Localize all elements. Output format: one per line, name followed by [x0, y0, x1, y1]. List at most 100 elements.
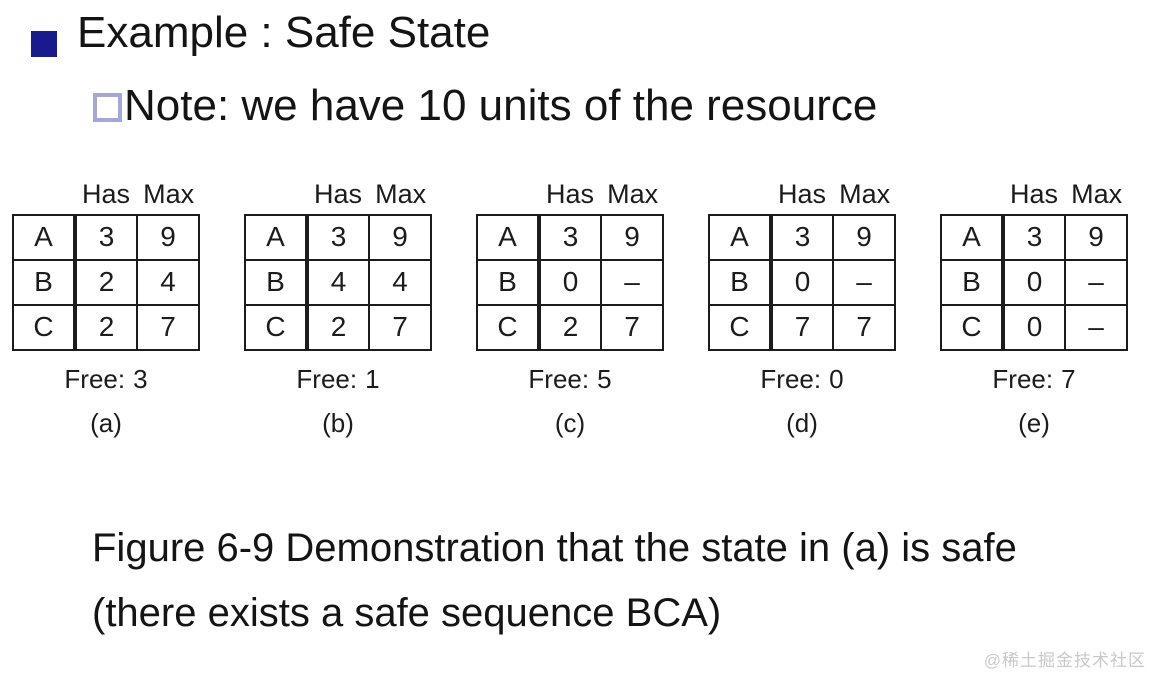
free-value: 0: [829, 363, 844, 394]
max-cell: 4: [368, 258, 432, 306]
has-cell: 0: [1002, 303, 1066, 351]
allocation-table: A 3 9 B 4 4 C 2 7: [244, 213, 432, 351]
free-label: Free:: [64, 363, 126, 394]
slide-title: Example : Safe State: [77, 8, 491, 57]
col-header-max: Max: [1071, 179, 1123, 209]
state-label: (d): [786, 407, 818, 438]
table-row: A 3 9: [476, 213, 664, 261]
has-cell: 3: [306, 213, 370, 261]
table-row: B 0 –: [708, 258, 896, 306]
table-row: A 3 9: [708, 213, 896, 261]
allocation-table: A 3 9 B 0 – C 0 –: [940, 213, 1128, 351]
max-cell: 9: [136, 213, 200, 261]
max-cell: 9: [1064, 213, 1128, 261]
process-cell: B: [708, 258, 773, 306]
state-figure: Has Max A 3 9 B 0 – C 2 7: [476, 179, 664, 439]
table-row: C 7 7: [708, 303, 896, 351]
max-cell: 9: [832, 213, 896, 261]
free-value: 3: [133, 363, 148, 394]
free-count: Free:1: [296, 364, 379, 395]
process-cell: A: [940, 213, 1005, 261]
process-cell: C: [940, 303, 1005, 351]
process-cell: C: [708, 303, 773, 351]
state-label: (b): [322, 407, 354, 438]
figure-caption-line2: (there exists a safe sequence BCA): [92, 591, 722, 635]
free-label: Free:: [760, 363, 822, 394]
table-row: B 0 –: [940, 258, 1128, 306]
col-header-has: Has: [545, 179, 594, 209]
max-cell: 7: [368, 303, 432, 351]
has-cell: 2: [538, 303, 602, 351]
col-header-max: Max: [839, 179, 891, 209]
state-tables-row: Has Max A 3 9 B 2 4 C 2 7: [12, 179, 1128, 439]
col-header-max: Max: [143, 179, 195, 209]
max-cell: 7: [832, 303, 896, 351]
col-header-max: Max: [607, 179, 659, 209]
max-cell: –: [600, 258, 664, 306]
table-row: A 3 9: [244, 213, 432, 261]
col-header-has: Has: [1009, 179, 1058, 209]
max-cell: 9: [368, 213, 432, 261]
table-row: B 0 –: [476, 258, 664, 306]
free-count: Free:3: [64, 364, 147, 395]
allocation-table: A 3 9 B 0 – C 2 7: [476, 213, 664, 351]
process-cell: C: [12, 303, 77, 351]
has-cell: 3: [1002, 213, 1066, 261]
max-cell: –: [1064, 303, 1128, 351]
process-cell: A: [12, 213, 77, 261]
table-column-headers: Has Max: [940, 179, 1128, 210]
max-cell: 7: [600, 303, 664, 351]
process-cell: B: [12, 258, 77, 306]
state-label: (c): [554, 407, 586, 438]
free-label: Free:: [296, 363, 358, 394]
free-value: 5: [597, 363, 612, 394]
has-cell: 0: [538, 258, 602, 306]
state-figure: Has Max A 3 9 B 0 – C 0 –: [940, 179, 1128, 439]
free-count: Free:7: [992, 364, 1075, 395]
allocation-table: A 3 9 B 2 4 C 2 7: [12, 213, 200, 351]
table-row: C 0 –: [940, 303, 1128, 351]
col-header-has: Has: [81, 179, 130, 209]
state-figure: Has Max A 3 9 B 2 4 C 2 7: [12, 179, 200, 439]
table-row: B 2 4: [12, 258, 200, 306]
table-column-headers: Has Max: [12, 179, 200, 210]
table-row: C 2 7: [244, 303, 432, 351]
has-cell: 4: [306, 258, 370, 306]
has-cell: 2: [74, 258, 138, 306]
max-cell: –: [1064, 258, 1128, 306]
has-cell: 3: [74, 213, 138, 261]
free-value: 7: [1061, 363, 1076, 394]
free-count: Free:0: [760, 364, 843, 395]
figure-caption: Figure 6-9 Demonstration that the state …: [92, 524, 1017, 637]
process-cell: A: [708, 213, 773, 261]
process-cell: A: [476, 213, 541, 261]
col-header-max: Max: [375, 179, 427, 209]
max-cell: 4: [136, 258, 200, 306]
has-cell: 3: [770, 213, 834, 261]
has-cell: 0: [770, 258, 834, 306]
table-row: B 4 4: [244, 258, 432, 306]
table-column-headers: Has Max: [244, 179, 432, 210]
free-count: Free:5: [528, 364, 611, 395]
process-cell: B: [940, 258, 1005, 306]
process-cell: C: [476, 303, 541, 351]
table-column-headers: Has Max: [476, 179, 664, 210]
hollow-square-bullet-icon: [93, 93, 122, 122]
process-cell: B: [476, 258, 541, 306]
has-cell: 3: [538, 213, 602, 261]
has-cell: 2: [306, 303, 370, 351]
table-row: C 2 7: [476, 303, 664, 351]
table-row: A 3 9: [940, 213, 1128, 261]
note-text: Note: we have 10 units of the resource: [124, 81, 878, 130]
process-cell: C: [244, 303, 309, 351]
col-header-has: Has: [313, 179, 362, 209]
state-figure: Has Max A 3 9 B 4 4 C 2 7: [244, 179, 432, 439]
max-cell: 7: [136, 303, 200, 351]
bullet-square-icon: [31, 31, 57, 57]
has-cell: 0: [1002, 258, 1066, 306]
table-row: A 3 9: [12, 213, 200, 261]
free-label: Free:: [528, 363, 590, 394]
col-header-has: Has: [777, 179, 826, 209]
process-cell: A: [244, 213, 309, 261]
table-column-headers: Has Max: [708, 179, 896, 210]
